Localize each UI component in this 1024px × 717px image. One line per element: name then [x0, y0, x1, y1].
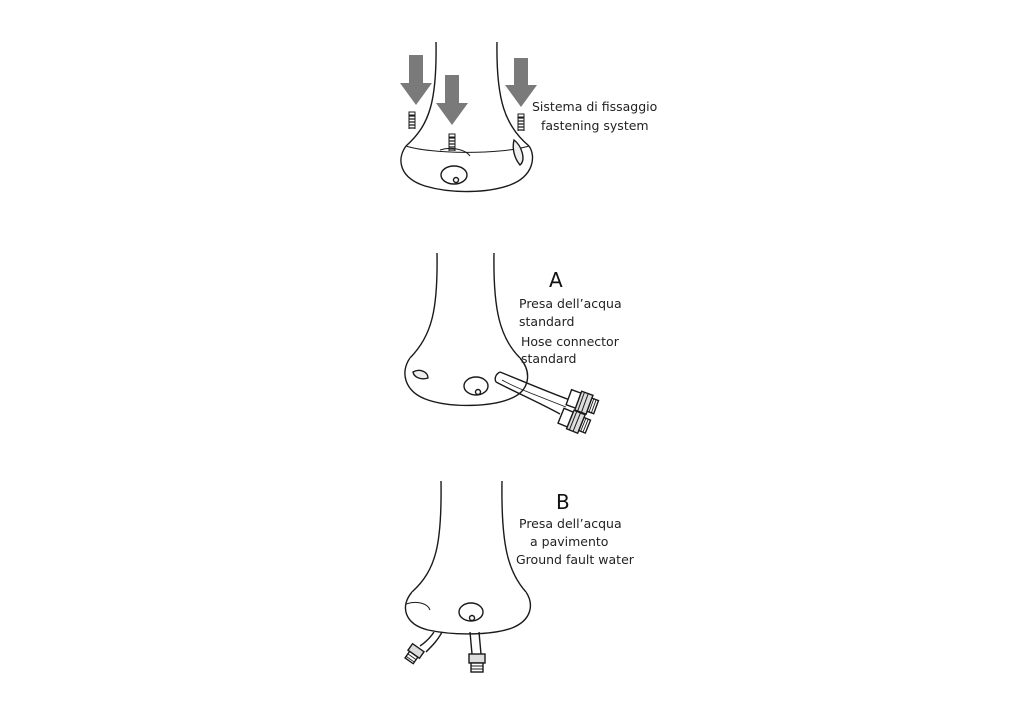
screw-right — [517, 113, 525, 132]
fastening-label-en: fastening system — [541, 118, 649, 133]
shower-base-fastening — [400, 41, 534, 193]
panel-b-line3: Ground fault water — [516, 552, 634, 567]
screw-left — [408, 111, 416, 130]
panel-b-letter: B — [556, 490, 570, 514]
arrow-center-icon — [436, 75, 468, 125]
panel-b-line2: a pavimento — [530, 534, 609, 549]
shower-base-hose-standard — [404, 252, 600, 435]
panel-a-line3: Hose connector — [521, 334, 619, 349]
panel-a-line2: standard — [519, 314, 575, 329]
panel-a-line4: standard — [521, 351, 577, 366]
fastening-label-it: Sistema di fissaggio — [532, 99, 658, 114]
panel-a-letter: A — [549, 268, 563, 292]
shower-base-floor-inlet — [404, 480, 532, 673]
panel-a-line1: Presa dell’acqua — [519, 296, 622, 311]
arrow-left-icon — [400, 55, 432, 105]
panel-b-line1: Presa dell’acqua — [519, 516, 622, 531]
arrow-right-icon — [505, 58, 537, 107]
down-arrows — [400, 55, 537, 125]
